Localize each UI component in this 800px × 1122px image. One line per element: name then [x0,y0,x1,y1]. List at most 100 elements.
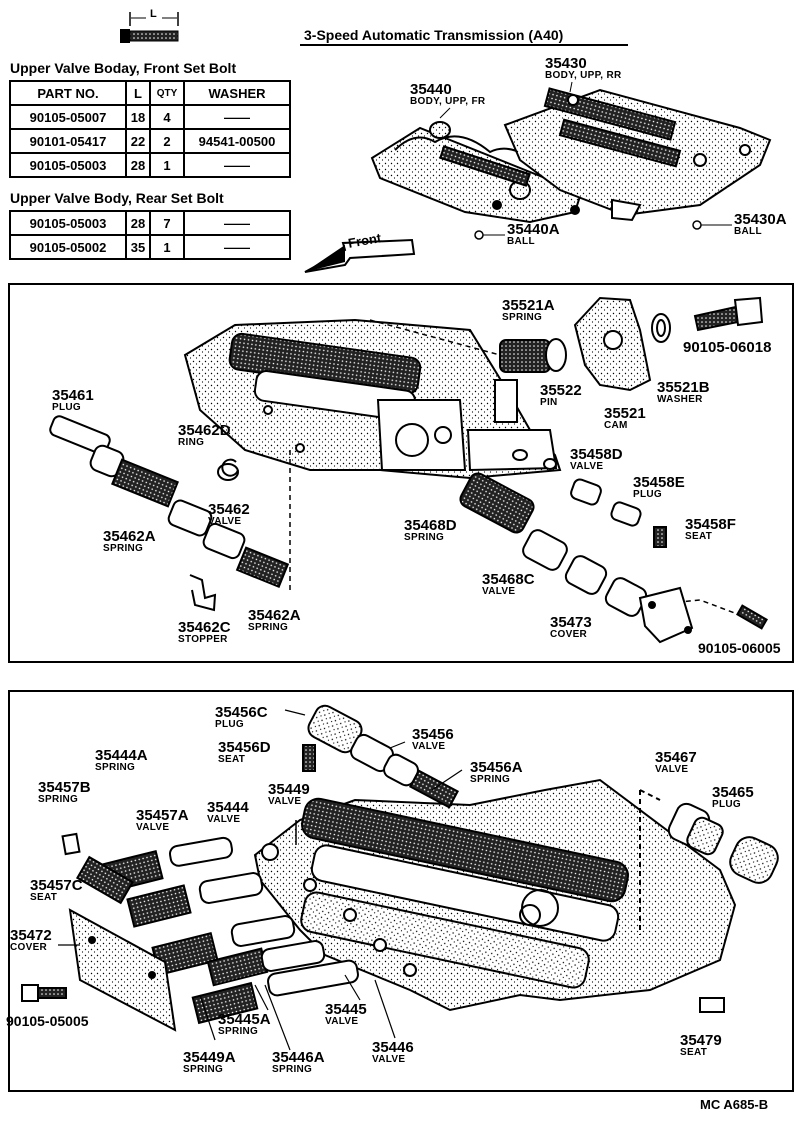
column-header: PART NO. [9,80,127,106]
table-row: 90101-05417 22 2 94541-00500 [9,128,291,154]
part-name: PIN [540,397,558,408]
table-header-row: PART NO. L QTY WASHER [9,80,291,106]
part-number: 35449 [268,781,310,798]
part-name: VALVE [268,796,302,807]
callout-35462d: 35462D RING [178,423,231,448]
part-no-cell: 90101-05417 [9,128,127,154]
callout-35446a: 35446A SPRING [272,1050,325,1075]
part-name: SPRING [183,1064,224,1075]
length-cell: 22 [125,128,151,154]
callout-35465: 35465 PLUG [712,785,754,810]
ring-35462d-drawing [221,458,239,477]
callout-35446: 35446 VALVE [372,1040,414,1065]
callout-35462: 35462 VALVE [208,502,250,527]
part-name: SPRING [95,762,136,773]
part-number: 35456D [218,739,271,756]
bottom-leader-lines [58,709,463,1051]
figure-code: MC A685-B [700,1097,769,1112]
callout-35458f: 35458F SEAT [685,517,736,542]
part-name: SEAT [30,892,58,903]
part-name: SPRING [38,794,79,805]
part-name: PLUG [712,799,741,810]
part-name: VALVE [372,1054,406,1065]
length-cell: 28 [125,152,151,178]
bottom-valve-body-drawing [253,778,737,1012]
part-name: VALVE [208,516,242,527]
part-number: 35449A [183,1049,236,1066]
callout-35430a: 35430A BALL [734,212,787,237]
callout-35430: 35430 BODY, UPP, RR [545,56,622,81]
part-name: VALVE [325,1016,359,1027]
part-number: 35446 [372,1039,414,1056]
washer-cell: 94541-00500 [183,128,291,154]
bottom-upper-valve-train-drawing [302,704,460,809]
part-number: 35462C [178,619,231,636]
callout-35445: 35445 VALVE [325,1002,367,1027]
callout-35479: 35479 SEAT [680,1033,722,1058]
callout-35458d: 35458D VALVE [570,447,623,472]
ball-35430a-drawing [692,220,702,230]
callout-35449a: 35449A SPRING [183,1050,236,1075]
upper-body-front-drawing [370,121,582,224]
length-cell: 28 [125,210,151,236]
part-name: COVER [10,942,48,953]
rear-bolt-table: 90105-05003 28 7 —— 90105-05002 35 1 —— [9,210,291,260]
table-row: 90105-05002 35 1 —— [9,234,291,260]
part-name: VALVE [207,814,241,825]
part-name: PLUG [633,489,662,500]
callout-90105-06018: 90105-06018 [683,340,771,355]
qty-cell: 1 [149,152,185,178]
part-number: 35430 [545,55,587,72]
panel-lower-valve-body-rear [8,690,794,1092]
part-number: 35445 [325,1001,367,1018]
part-number: 35457B [38,779,91,796]
part-name: VALVE [482,586,516,597]
part-number: 35521A [502,297,555,314]
callout-35521b: 35521B WASHER [657,380,710,405]
panel-lower-valve-body-front [8,283,794,663]
lower-valve-body-drawing [183,318,562,480]
callout-90105-06005: 90105-06005 [698,641,781,656]
part-number: 35446A [272,1049,325,1066]
callout-35468d: 35468D SPRING [404,518,457,543]
part-number: 35522 [540,382,582,399]
column-header: QTY [149,80,185,106]
washer-cell: —— [183,104,291,130]
part-name: SPRING [272,1064,313,1075]
part-number: 35458D [570,446,623,463]
part-number: 35457A [136,807,189,824]
part-no-cell: 90105-05003 [9,152,127,178]
part-name: SPRING [502,312,543,323]
upper-body-rear-drawing [503,87,772,222]
front-table-heading: Upper Valve Boday, Front Set Bolt [10,60,237,76]
callout-35456: 35456 VALVE [412,727,454,752]
callout-35462a: 35462A SPRING [103,529,156,554]
part-number: 35458E [633,474,685,491]
rear-table-heading: Upper Valve Body, Rear Set Bolt [10,190,224,206]
length-cell: 18 [125,104,151,130]
callout-35522: 35522 PIN [540,383,582,408]
part-number: 35458F [685,516,736,533]
part-number: 35521B [657,379,710,396]
part-name: BODY, UPP, FR [410,96,486,107]
callout-35457a: 35457A VALVE [136,808,189,833]
part-name: SPRING [103,543,144,554]
part-number: 35430A [734,211,787,228]
part-number: 35472 [10,927,52,944]
part-name: BALL [507,236,535,247]
part-number: 35473 [550,614,592,631]
part-number: 90105-05005 [6,1013,89,1029]
callout-90105-05005: 90105-05005 [6,1014,89,1029]
part-name: WASHER [657,394,703,405]
callout-35468c: 35468C VALVE [482,572,535,597]
part-number: 35521 [604,405,646,422]
part-name: SEAT [218,754,246,765]
part-name: SPRING [248,622,289,633]
part-name: STOPPER [178,634,228,645]
callout-35457b: 35457B SPRING [38,780,91,805]
part-number: 35468D [404,517,457,534]
washer-cell: —— [183,152,291,178]
part-name: BALL [734,226,762,237]
part-number: 35462D [178,422,231,439]
